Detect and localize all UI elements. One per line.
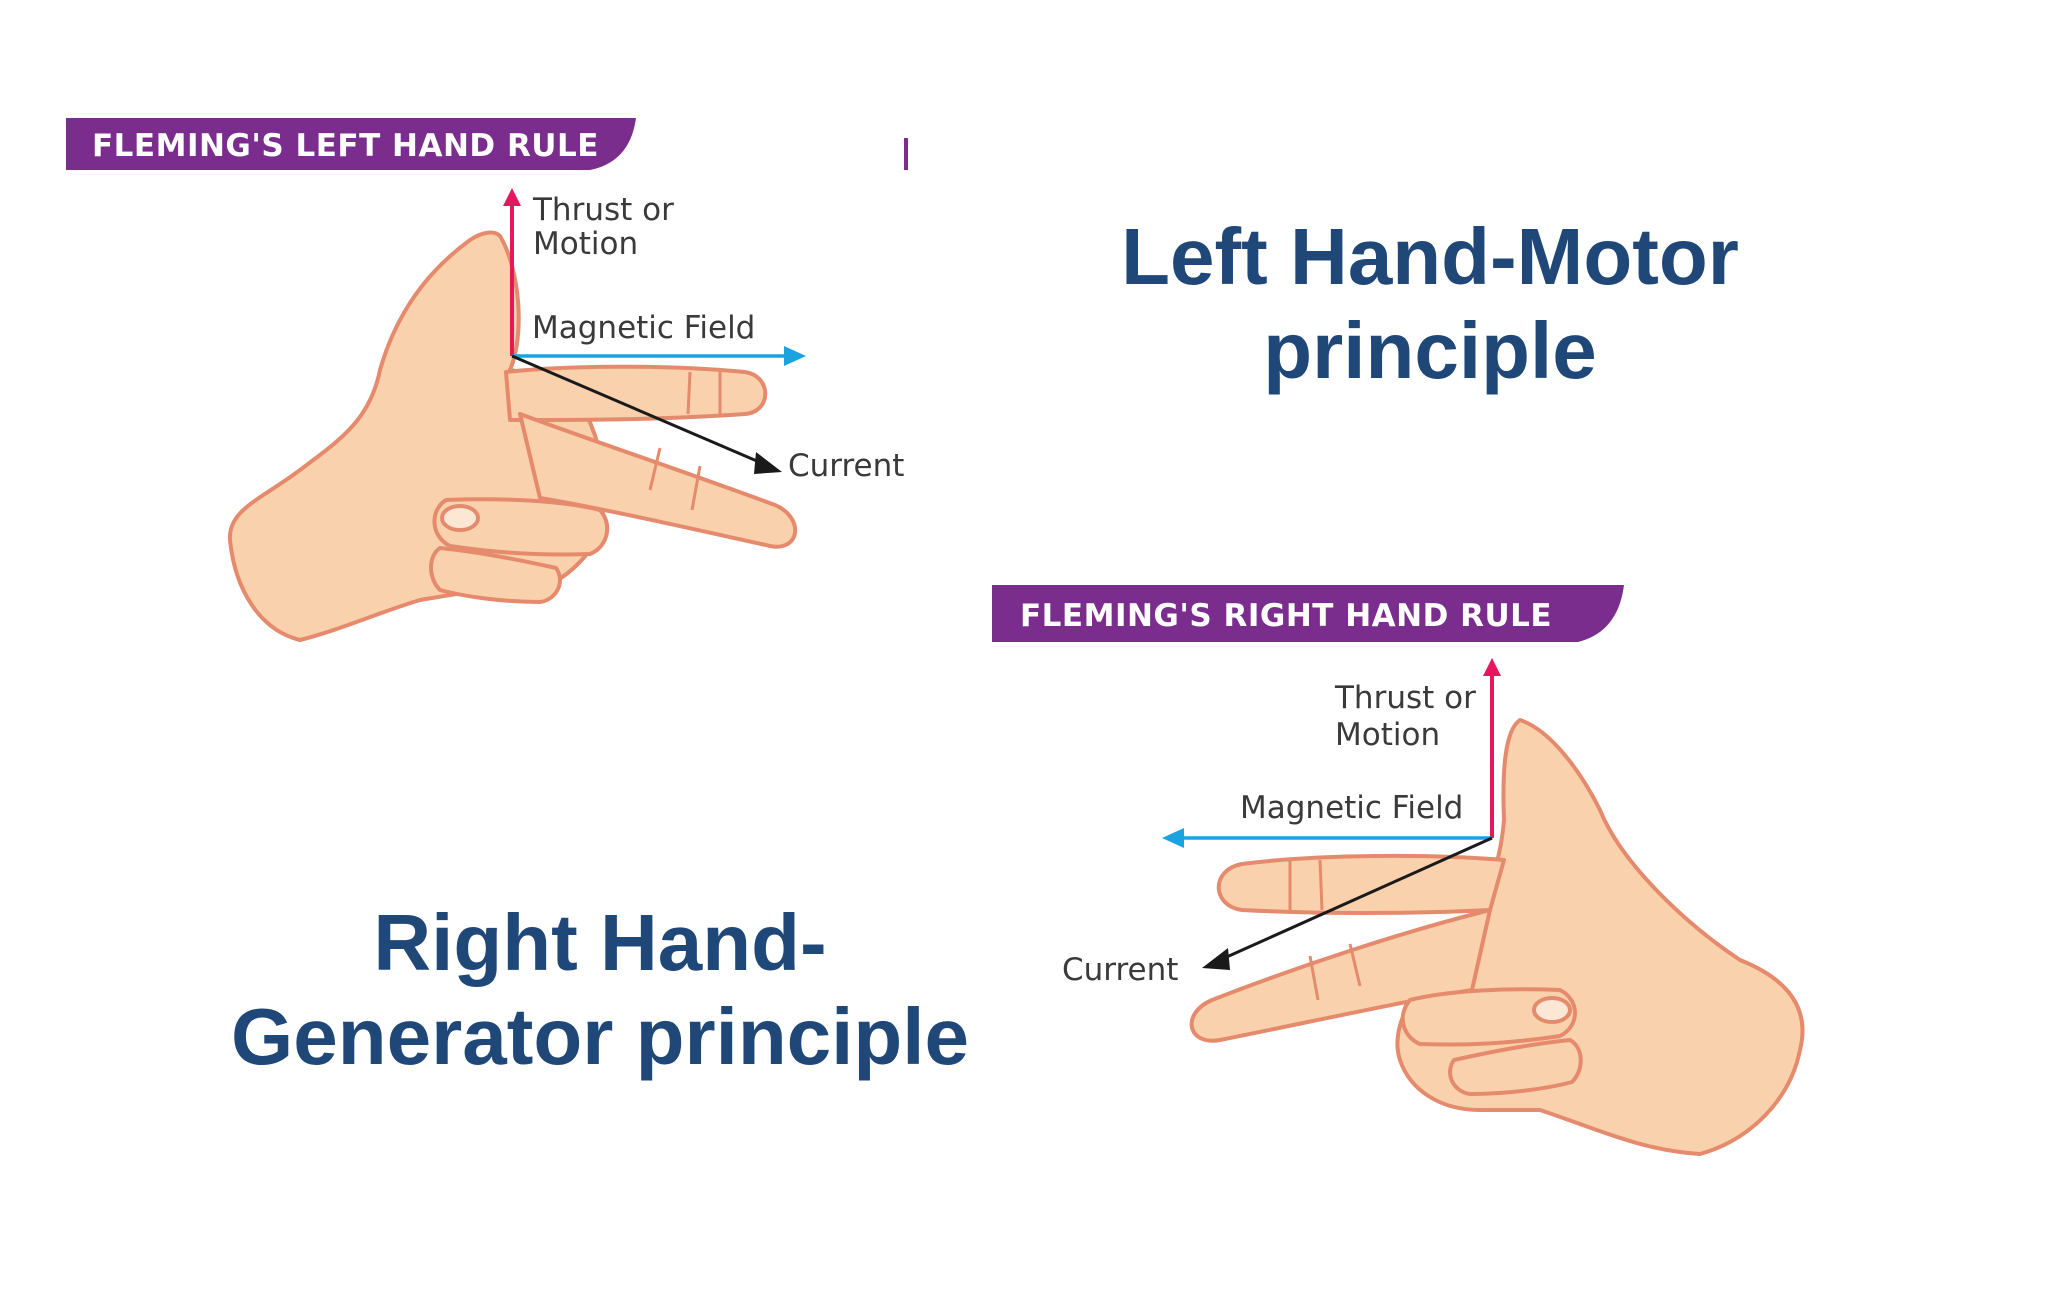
right-field-label: Magnetic Field: [1240, 790, 1463, 826]
right-banner: FLEMING'S RIGHT HAND RULE: [992, 585, 1624, 642]
left-banner: FLEMING'S LEFT HAND RULE: [66, 118, 636, 170]
left-hand-rule-diagram: FLEMING'S LEFT HAND RULE Thrust or Motio…: [66, 118, 908, 642]
motor-heading-line-2: principle: [1263, 306, 1597, 395]
generator-heading-line-2: Generator principle: [231, 992, 969, 1081]
left-current-arrow: [511, 354, 765, 466]
generator-heading-line-1: Right Hand-: [373, 898, 827, 987]
left-current-arrowhead: [754, 452, 782, 474]
generator-principle-heading: Right Hand- Generator principle: [150, 896, 1050, 1084]
left-field-arrowhead: [784, 346, 806, 366]
motor-heading-line-1: Left Hand-Motor: [1121, 212, 1739, 301]
left-banner-text: FLEMING'S LEFT HAND RULE: [92, 128, 599, 164]
right-current-arrow: [1219, 836, 1493, 962]
right-hand-rule-diagram: FLEMING'S RIGHT HAND RULE Thrust or Moti…: [992, 585, 1805, 1156]
left-axes: [503, 188, 806, 474]
right-field-arrowhead: [1162, 828, 1184, 848]
right-banner-text: FLEMING'S RIGHT HAND RULE: [1020, 598, 1552, 634]
right-axes: [1162, 658, 1501, 970]
right-thrust-label-1: Thrust or: [1334, 680, 1476, 716]
right-thrust-arrowhead: [1483, 658, 1501, 676]
right-current-arrowhead: [1202, 948, 1230, 970]
stray-bar: [904, 138, 908, 170]
left-field-label: Magnetic Field: [532, 310, 755, 346]
right-thrust-label-2: Motion: [1335, 717, 1440, 753]
left-thrust-label-2: Motion: [533, 226, 638, 262]
motor-principle-heading: Left Hand-Motor principle: [1020, 210, 1840, 398]
right-current-label: Current: [1062, 952, 1178, 988]
left-thrust-arrowhead: [503, 188, 521, 206]
left-thrust-label-1: Thrust or: [532, 192, 674, 228]
left-current-label: Current: [788, 448, 904, 484]
right-hand-illustration: [1189, 718, 1805, 1156]
